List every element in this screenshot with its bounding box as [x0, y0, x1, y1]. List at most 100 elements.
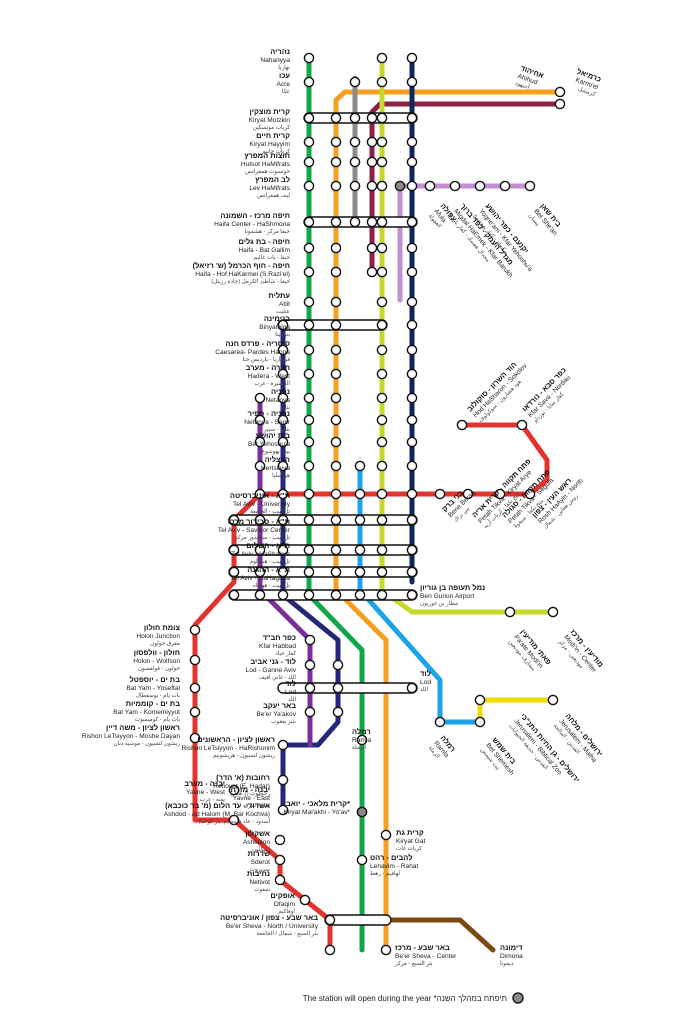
stn-412-466-stop[interactable]: [406, 460, 418, 472]
stn-309-272-stop[interactable]: [303, 266, 315, 278]
stn-355-142-stop[interactable]: [349, 136, 361, 148]
stn-412-302-stop[interactable]: [406, 296, 418, 308]
ce-412-688-stop[interactable]: [406, 682, 418, 694]
stn-283-420-stop[interactable]: [277, 414, 289, 426]
stn-412-186-stop[interactable]: [406, 180, 418, 192]
stn-283-494-stop[interactable]: [277, 488, 289, 500]
stn-412-520-stop[interactable]: [406, 514, 418, 526]
gs-362-860-stop[interactable]: [356, 854, 368, 866]
stn-412-162-stop[interactable]: [406, 156, 418, 168]
stn-336-374-stop[interactable]: [330, 368, 342, 380]
stn-412-595-stop[interactable]: [406, 589, 418, 601]
lilac-505-stop[interactable]: [499, 180, 511, 192]
stn-260-466-stop[interactable]: [254, 460, 266, 472]
redsw-234-820-stop[interactable]: [228, 814, 240, 826]
redsw-234-790-stop[interactable]: [228, 784, 240, 796]
stn-336-186-stop[interactable]: [330, 180, 342, 192]
stn-260-442-stop[interactable]: [254, 436, 266, 448]
stn-382-595-stop[interactable]: [376, 589, 388, 601]
stn-336-248-stop[interactable]: [330, 242, 342, 254]
stn-412-550-stop[interactable]: [406, 544, 418, 556]
red-462-425-stop[interactable]: [456, 419, 468, 431]
stn-382-118-stop[interactable]: [376, 112, 388, 124]
stn-382-572-stop[interactable]: [376, 566, 388, 578]
stn-309-398-stop[interactable]: [303, 392, 315, 404]
redsw-195-688-stop[interactable]: [189, 682, 201, 694]
stn-382-325-stop[interactable]: [376, 319, 388, 331]
stn-412-58-stop[interactable]: [406, 52, 418, 64]
pd-338-688-stop[interactable]: [332, 682, 344, 694]
pd-310-640-stop[interactable]: [304, 634, 316, 646]
stn-336-142-stop[interactable]: [330, 136, 342, 148]
stn-382-420-stop[interactable]: [376, 414, 388, 426]
stn-382-520-stop[interactable]: [376, 514, 388, 526]
redsw-280-840-stop[interactable]: [274, 834, 286, 846]
stn-360-550-stop[interactable]: [354, 544, 366, 556]
stn-260-420-stop[interactable]: [254, 414, 266, 426]
stn-355-162-stop[interactable]: [349, 156, 361, 168]
gs-386-835-stop[interactable]: [380, 829, 392, 841]
ce-480-700-stop[interactable]: [474, 694, 486, 706]
stn-309-162-stop[interactable]: [303, 156, 315, 168]
stn-309-82-stop[interactable]: [303, 76, 315, 88]
stn-309-325-stop[interactable]: [303, 319, 315, 331]
stn-309-494-stop[interactable]: [303, 488, 315, 500]
stn-283-595-stop[interactable]: [277, 589, 289, 601]
stn-372-118-stop[interactable]: [366, 112, 378, 124]
stn-309-374-stop[interactable]: [303, 368, 315, 380]
stn-309-442-stop[interactable]: [303, 436, 315, 448]
redsw-195-660-stop[interactable]: [189, 654, 201, 666]
stn-283-398-stop[interactable]: [277, 392, 289, 404]
ahihud-stop[interactable]: [554, 98, 566, 110]
red-468-494-stop[interactable]: [462, 488, 474, 500]
gs-386-950-stop[interactable]: [380, 944, 392, 956]
ce-510-612-stop[interactable]: [504, 606, 516, 618]
stn-336-466-stop[interactable]: [330, 460, 342, 472]
red-530-494-stop[interactable]: [524, 488, 536, 500]
redsw-280-880-stop[interactable]: [274, 874, 286, 886]
ce-553-700-stop[interactable]: [547, 694, 559, 706]
stn-355-186-stop[interactable]: [349, 180, 361, 192]
stn-309-595-stop[interactable]: [303, 589, 315, 601]
stn-360-595-stop[interactable]: [354, 589, 366, 601]
stn-360-520-stop[interactable]: [354, 514, 366, 526]
stn-309-58-stop[interactable]: [303, 52, 315, 64]
redsw-330-950-stop[interactable]: [324, 944, 336, 956]
pd-283-780-stop[interactable]: [277, 774, 289, 786]
stn-336-162-stop[interactable]: [330, 156, 342, 168]
stn-372-142-stop[interactable]: [366, 136, 378, 148]
stn-382-186-stop[interactable]: [376, 180, 388, 192]
pd-310-665-stop[interactable]: [304, 659, 316, 671]
stn-260-550-stop[interactable]: [254, 544, 266, 556]
stn-283-572-stop[interactable]: [277, 566, 289, 578]
stn-283-466-stop[interactable]: [277, 460, 289, 472]
stn-309-186-stop[interactable]: [303, 180, 315, 192]
stn-382-442-stop[interactable]: [376, 436, 388, 448]
gs-362-740-stop[interactable]: [356, 734, 368, 746]
stn-309-302-stop[interactable]: [303, 296, 315, 308]
stn-382-398-stop[interactable]: [376, 392, 388, 404]
stn-309-520-stop[interactable]: [303, 514, 315, 526]
lilac-455-stop[interactable]: [449, 180, 461, 192]
red-500-494-stop[interactable]: [494, 488, 506, 500]
stn-382-248-stop[interactable]: [376, 242, 388, 254]
stn-336-572-stop[interactable]: [330, 566, 342, 578]
stn-309-466-stop[interactable]: [303, 460, 315, 472]
stn-260-494-stop[interactable]: [254, 488, 266, 500]
stn-336-442-stop[interactable]: [330, 436, 342, 448]
stn-336-595-stop[interactable]: [330, 589, 342, 601]
stn-412-398-stop[interactable]: [406, 392, 418, 404]
stn-283-350-stop[interactable]: [277, 344, 289, 356]
stn-283-325-stop[interactable]: [277, 319, 289, 331]
stn-382-222-stop[interactable]: [376, 216, 388, 228]
pd-283-810-stop[interactable]: [277, 804, 289, 816]
stn-234-550-stop[interactable]: [228, 544, 240, 556]
ce-480-722-stop[interactable]: [474, 716, 486, 728]
redsw-195-738-stop[interactable]: [189, 732, 201, 744]
stn-412-494-stop[interactable]: [406, 488, 418, 500]
stn-382-302-stop[interactable]: [376, 296, 388, 308]
stn-412-222-stop[interactable]: [406, 216, 418, 228]
stn-309-420-stop[interactable]: [303, 414, 315, 426]
stn-336-222-stop[interactable]: [330, 216, 342, 228]
stn-283-520-stop[interactable]: [277, 514, 289, 526]
